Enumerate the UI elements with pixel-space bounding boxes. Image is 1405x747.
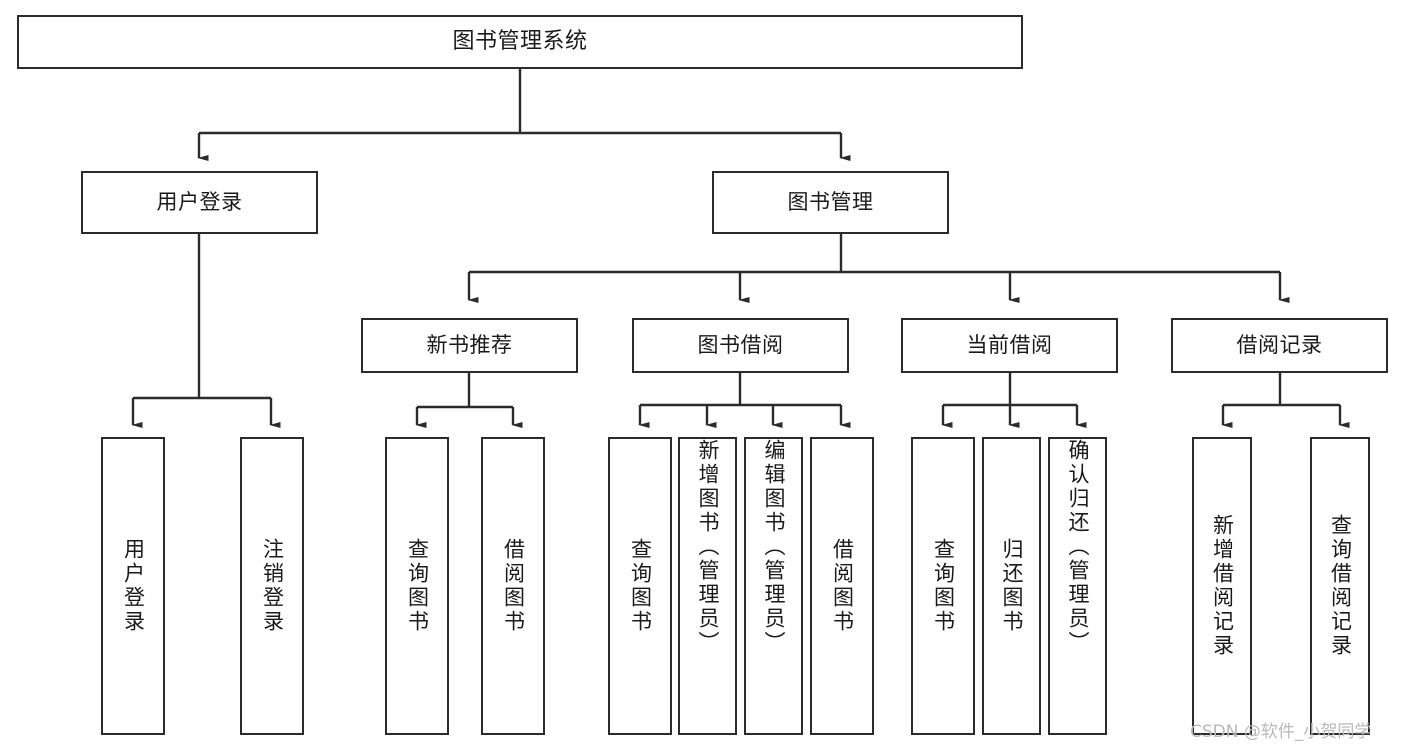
node-label: 新增借阅记录 [1210,514,1235,658]
node-label: 当前借阅 [966,333,1053,358]
node-leaf-return-book[interactable]: 归还图书 [982,437,1041,735]
node-root-book-management-system[interactable]: 图书管理系统 [17,15,1023,69]
node-book-borrowing[interactable]: 图书借阅 [632,318,849,373]
node-leaf-user-login[interactable]: 用户登录 [101,437,165,735]
node-leaf-query-book-current[interactable]: 查询图书 [911,437,975,735]
node-label: 查询图书 [405,538,430,634]
node-leaf-logout[interactable]: 注销登录 [240,437,304,735]
node-leaf-query-book-new[interactable]: 查询图书 [385,437,449,735]
node-leaf-borrow-book-borrow[interactable]: 借阅图书 [810,437,874,735]
node-label: 编辑图书（管理员） [762,439,786,655]
node-label: 图书管理系统 [452,29,588,55]
node-book-management[interactable]: 图书管理 [712,171,949,234]
node-label: 查询图书 [628,538,653,634]
node-label: 注销登录 [260,538,285,634]
node-label: 归还图书 [1000,538,1024,634]
node-label: 借阅图书 [830,538,855,634]
node-leaf-query-borrow-record[interactable]: 查询借阅记录 [1310,437,1370,735]
node-label: 查询图书 [931,538,956,634]
node-leaf-query-book-borrow[interactable]: 查询图书 [608,437,672,735]
node-leaf-edit-book-admin[interactable]: 编辑图书（管理员） [744,437,803,735]
node-label: 新书推荐 [426,333,513,358]
node-label: 查询借阅记录 [1328,514,1353,658]
node-label: 借阅记录 [1236,333,1323,358]
watermark-text: CSDN @软件_小贺同学 [1190,722,1372,742]
node-leaf-borrow-book-new[interactable]: 借阅图书 [481,437,545,735]
node-borrowing-record[interactable]: 借阅记录 [1171,318,1388,373]
node-label: 确认归还（管理员） [1066,439,1090,655]
node-user-login[interactable]: 用户登录 [81,171,318,234]
node-new-book-recommendation[interactable]: 新书推荐 [361,318,578,373]
node-label: 借阅图书 [501,538,526,634]
node-label: 图书借阅 [697,333,784,358]
node-leaf-add-borrow-record[interactable]: 新增借阅记录 [1192,437,1252,735]
node-current-borrowing[interactable]: 当前借阅 [901,318,1118,373]
node-label: 用户登录 [156,190,243,215]
node-leaf-add-book-admin[interactable]: 新增图书（管理员） [678,437,737,735]
node-label: 图书管理 [787,190,874,215]
node-label: 用户登录 [121,538,146,634]
node-leaf-confirm-return-admin[interactable]: 确认归还（管理员） [1048,437,1107,735]
node-label: 新增图书（管理员） [696,439,720,655]
